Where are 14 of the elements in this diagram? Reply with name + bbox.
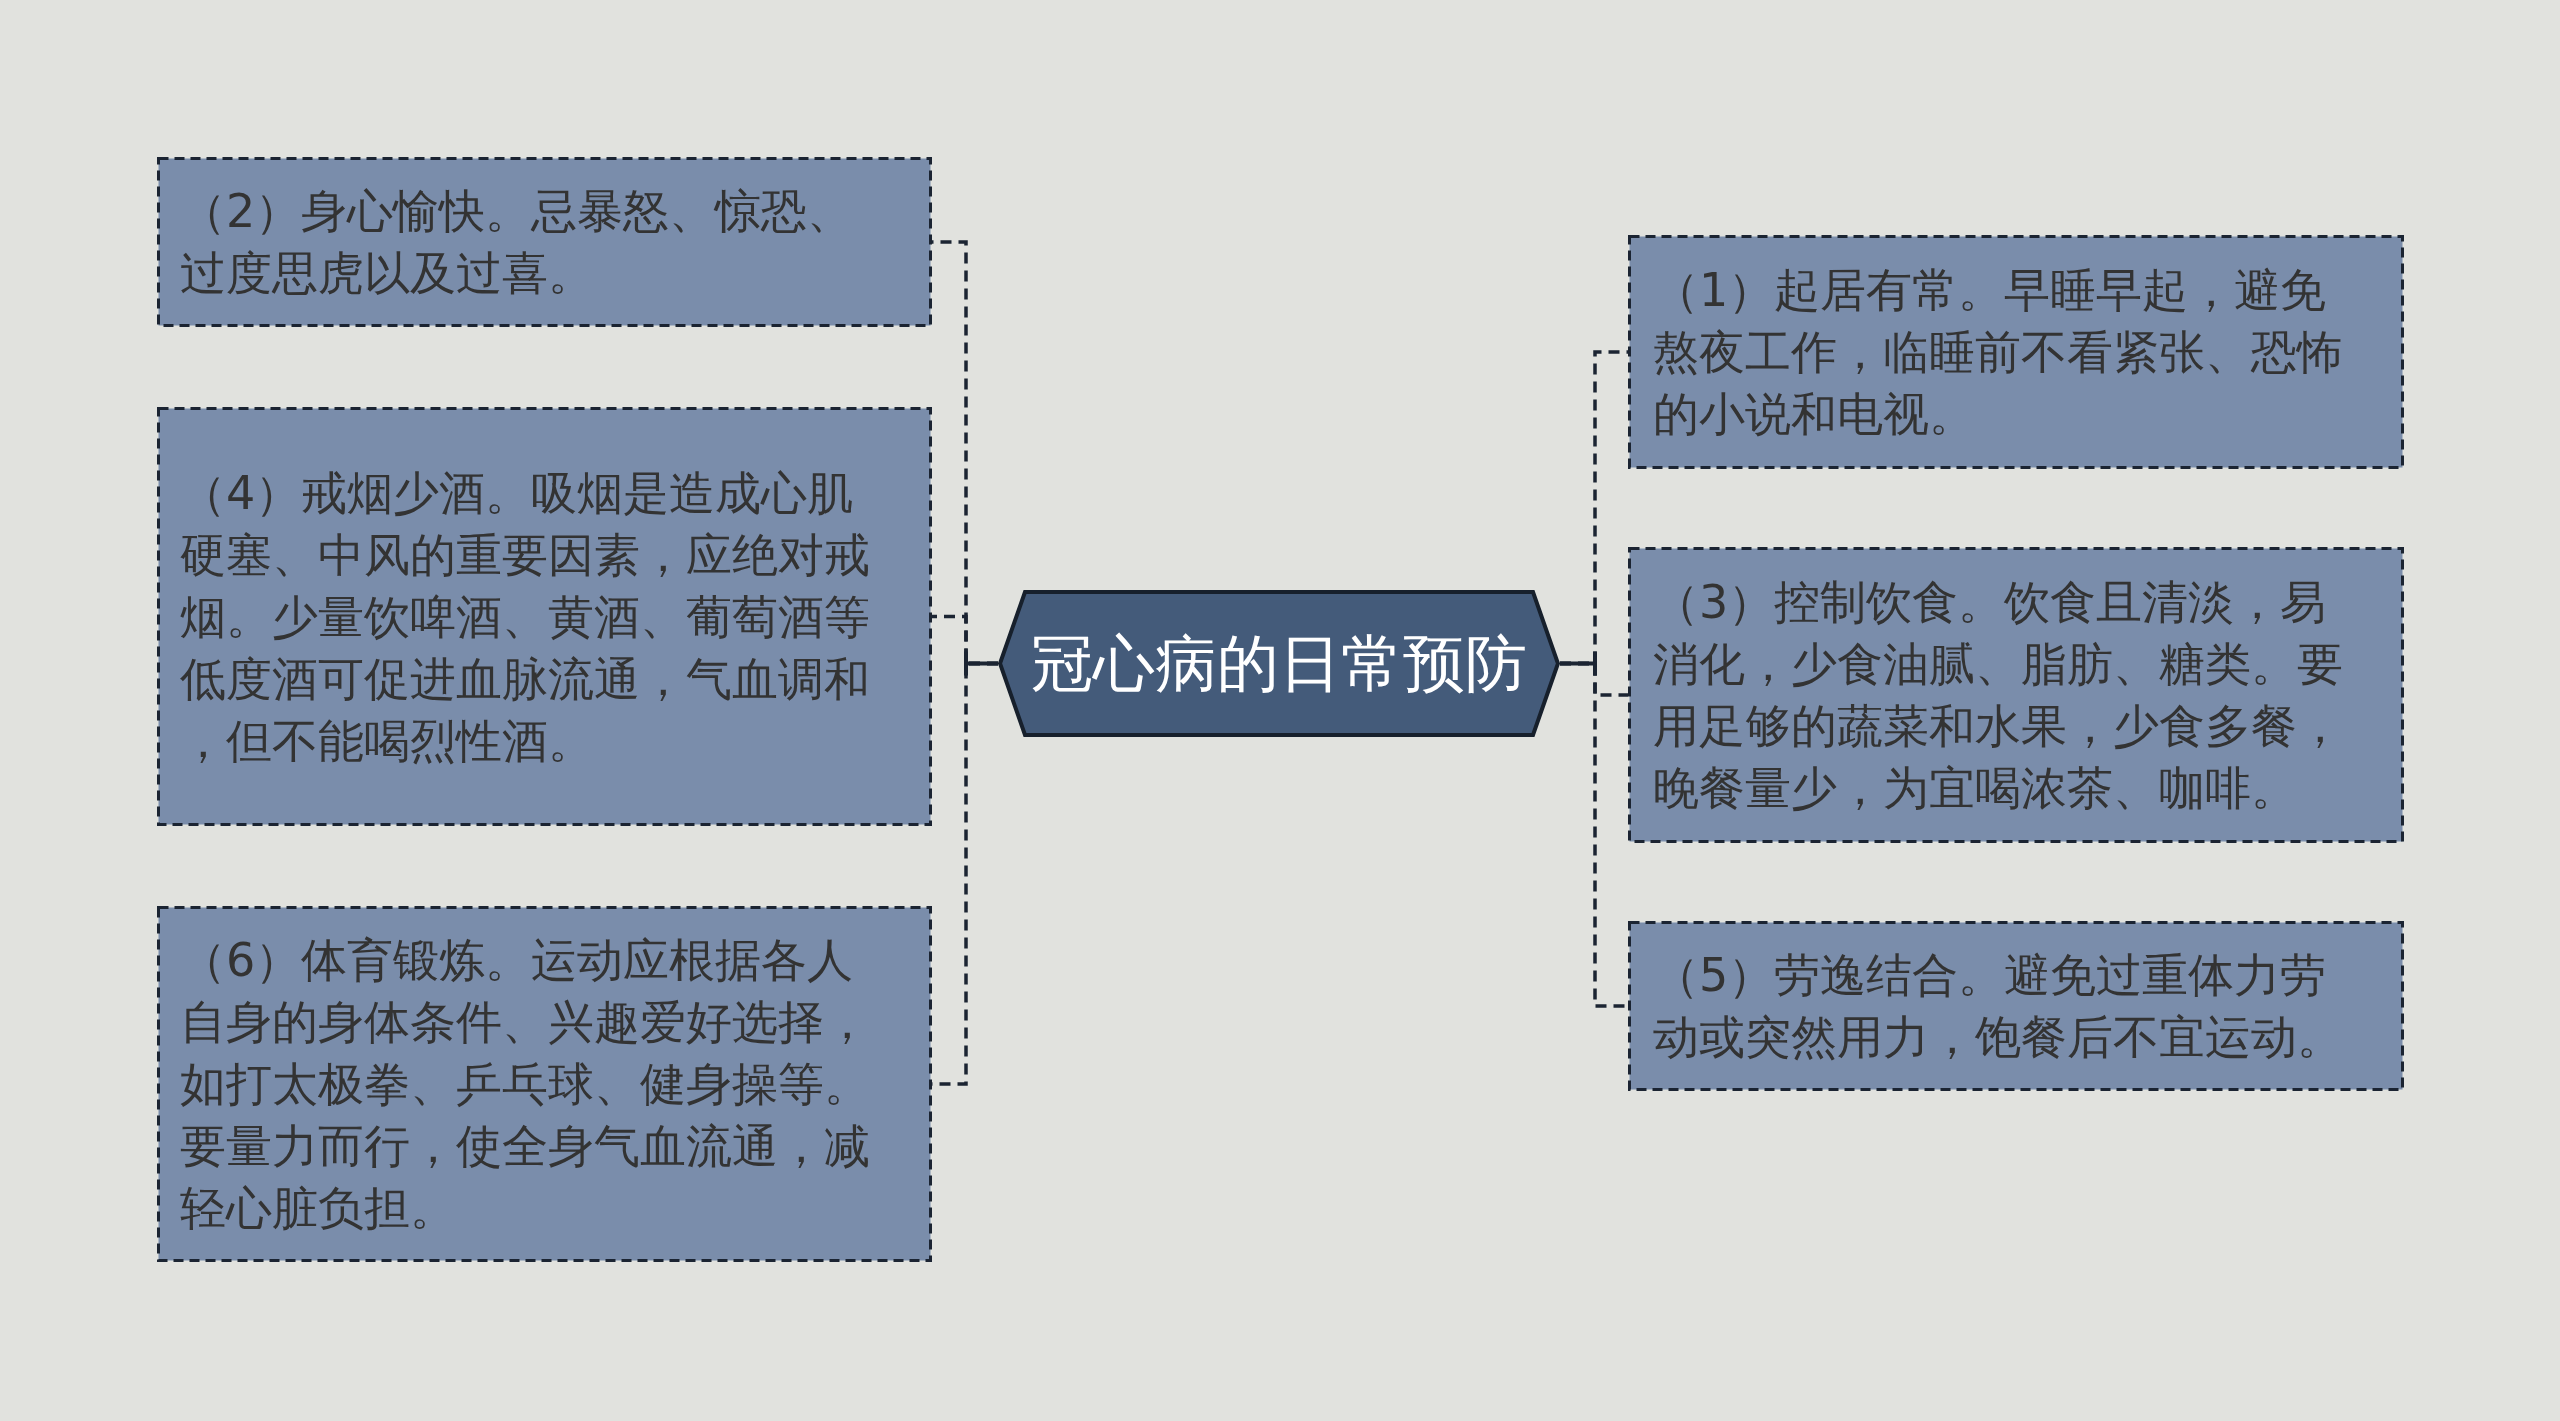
note-text: （2）身心愉快。忌暴怒、惊恐、过度思虎以及过喜。 xyxy=(180,183,855,302)
topic-title: 冠心病的日常预防 xyxy=(1031,625,1527,702)
note-text: （3）控制饮食。饮食且清淡，易消化，少食油腻、脂肪、糖类。要用足够的蔬菜和水果，少食多餐，晚餐量少，为宜喝浓茶、咖啡。 xyxy=(1653,574,2344,817)
note-box xyxy=(157,906,932,1262)
note-box xyxy=(1628,921,2404,1091)
note-box xyxy=(157,157,932,327)
note-text: （6）体育锻炼。运动应根据各人自身的身体条件、兴趣爱好选择，如打太极拳、乒乓球、健身操等。要量力而行，使全身气血流通，减轻心脏负担。 xyxy=(180,932,871,1237)
note-box xyxy=(157,407,932,826)
note-text: （1）起居有常。早睡早起，避免熬夜工作，临睡前不看紧张、恐怖的小说和电视。 xyxy=(1653,262,2344,443)
note-box xyxy=(1628,235,2404,469)
note-text: （5）劳逸结合。避免过重体力劳动或突然用力，饱餐后不宜运动。 xyxy=(1653,947,2344,1066)
note-box xyxy=(1628,547,2404,843)
central-topic-hexagon xyxy=(998,590,1560,737)
note-text: （4）戒烟少酒。吸烟是造成心肌硬塞、中风的重要因素，应绝对戒烟。少量饮啤酒、黄酒、葡萄酒等低度酒可促进血脉流通，气血调和，但不能喝烈性酒。 xyxy=(180,464,871,770)
